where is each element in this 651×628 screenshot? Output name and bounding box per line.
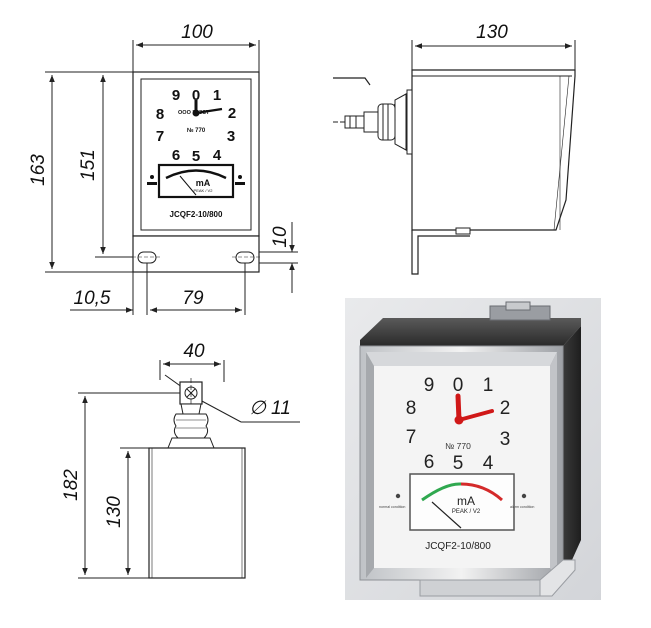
side-view: 130 <box>333 22 576 275</box>
photo-meter-sub: PEAK / V2 <box>452 509 481 515</box>
photo-minute-hand <box>457 409 494 422</box>
photo-dial-number-1: 1 <box>483 375 494 396</box>
serial-label: № 770 <box>187 127 206 134</box>
photo-dial-number-5: 5 <box>453 453 464 474</box>
dial-face <box>374 366 550 568</box>
dial-number-0: 0 <box>192 87 200 104</box>
photo-meter-needle <box>431 501 462 529</box>
photo-lamp-left-label: normal condition <box>379 505 405 509</box>
dial-number-1: 1 <box>213 87 221 104</box>
stem-width-dimension-label: 40 <box>183 341 205 362</box>
model-label: JCQF2-10/800 <box>170 210 223 219</box>
housing-side <box>563 326 581 580</box>
dial-number-9: 9 <box>172 87 180 104</box>
dial-number-7: 7 <box>156 128 164 145</box>
depth-dimension-label: 130 <box>476 22 508 43</box>
body-height-dimension-label: 151 <box>78 149 99 181</box>
bottom-housing <box>148 447 246 579</box>
milliamp-meter-window <box>157 163 235 199</box>
photo-lamp-right <box>521 493 527 499</box>
total-height-dimension-label: 163 <box>28 154 49 186</box>
mounting-plate <box>132 235 260 273</box>
dial-number-2: 2 <box>228 105 236 122</box>
offset-dimension-label: 10,5 <box>74 288 111 309</box>
photo-dial-number-8: 8 <box>406 398 417 419</box>
front-view: 100 163 151 9 0 1 8 2 7 3 6 5 4 ООО "Э <box>28 22 298 315</box>
status-lamp-right <box>238 175 242 179</box>
product-photo: 9 0 1 8 2 7 3 6 5 4 № 770 mA PEAK / V2 n… <box>345 298 601 600</box>
photo-dial-number-7: 7 <box>406 427 417 448</box>
housing-top <box>360 318 581 346</box>
dial-number-8: 8 <box>156 106 164 123</box>
meter-scale-arc <box>165 169 227 180</box>
width-dimension-label: 100 <box>181 22 213 43</box>
photo-scale-red <box>460 482 503 502</box>
total-height-182-dimension-label: 182 <box>61 469 82 501</box>
photo-meter-unit: mA <box>457 494 475 508</box>
photo-dial-number-0: 0 <box>453 375 464 396</box>
photo-dial-number-6: 6 <box>424 452 435 473</box>
photo-serial-label: № 770 <box>445 441 471 451</box>
photo-lamp-left <box>395 493 401 499</box>
dial-number-5: 5 <box>192 148 200 165</box>
photo-model-label: JCQF2-10/800 <box>425 541 491 552</box>
bottom-view: 40 ∅ 11 182 130 <box>61 341 300 579</box>
photo-lamp-right-label: alarm condition <box>510 505 534 509</box>
mount-gap-dimension-label: 10 <box>270 226 291 248</box>
hole-spacing-dimension-label: 79 <box>182 288 204 309</box>
status-lamp-left <box>150 175 154 179</box>
meter-unit-label: mA <box>196 178 211 188</box>
photo-dial-number-3: 3 <box>500 429 511 450</box>
dial-number-3: 3 <box>227 128 235 145</box>
side-bracket <box>411 230 470 275</box>
meter-housing <box>132 71 260 237</box>
dial-number-6: 6 <box>172 147 180 164</box>
cable-gland <box>333 89 413 155</box>
maker-label: ООО "ЭЗСТ" <box>178 110 212 116</box>
photo-dial-number-2: 2 <box>500 398 511 419</box>
side-housing <box>411 69 576 231</box>
minute-hand <box>195 107 223 115</box>
dial-number-4: 4 <box>213 147 222 164</box>
body-height-130-dimension-label: 130 <box>104 496 125 528</box>
meter-sub-label: PEAK / V2 <box>194 188 214 193</box>
photo-dial-number-4: 4 <box>483 453 494 474</box>
gland-body <box>173 413 209 439</box>
photo-scale-green <box>421 482 462 502</box>
meter-needle <box>179 175 197 196</box>
photo-dial-number-9: 9 <box>424 375 435 396</box>
diameter-dimension-label: ∅ 11 <box>249 398 291 419</box>
